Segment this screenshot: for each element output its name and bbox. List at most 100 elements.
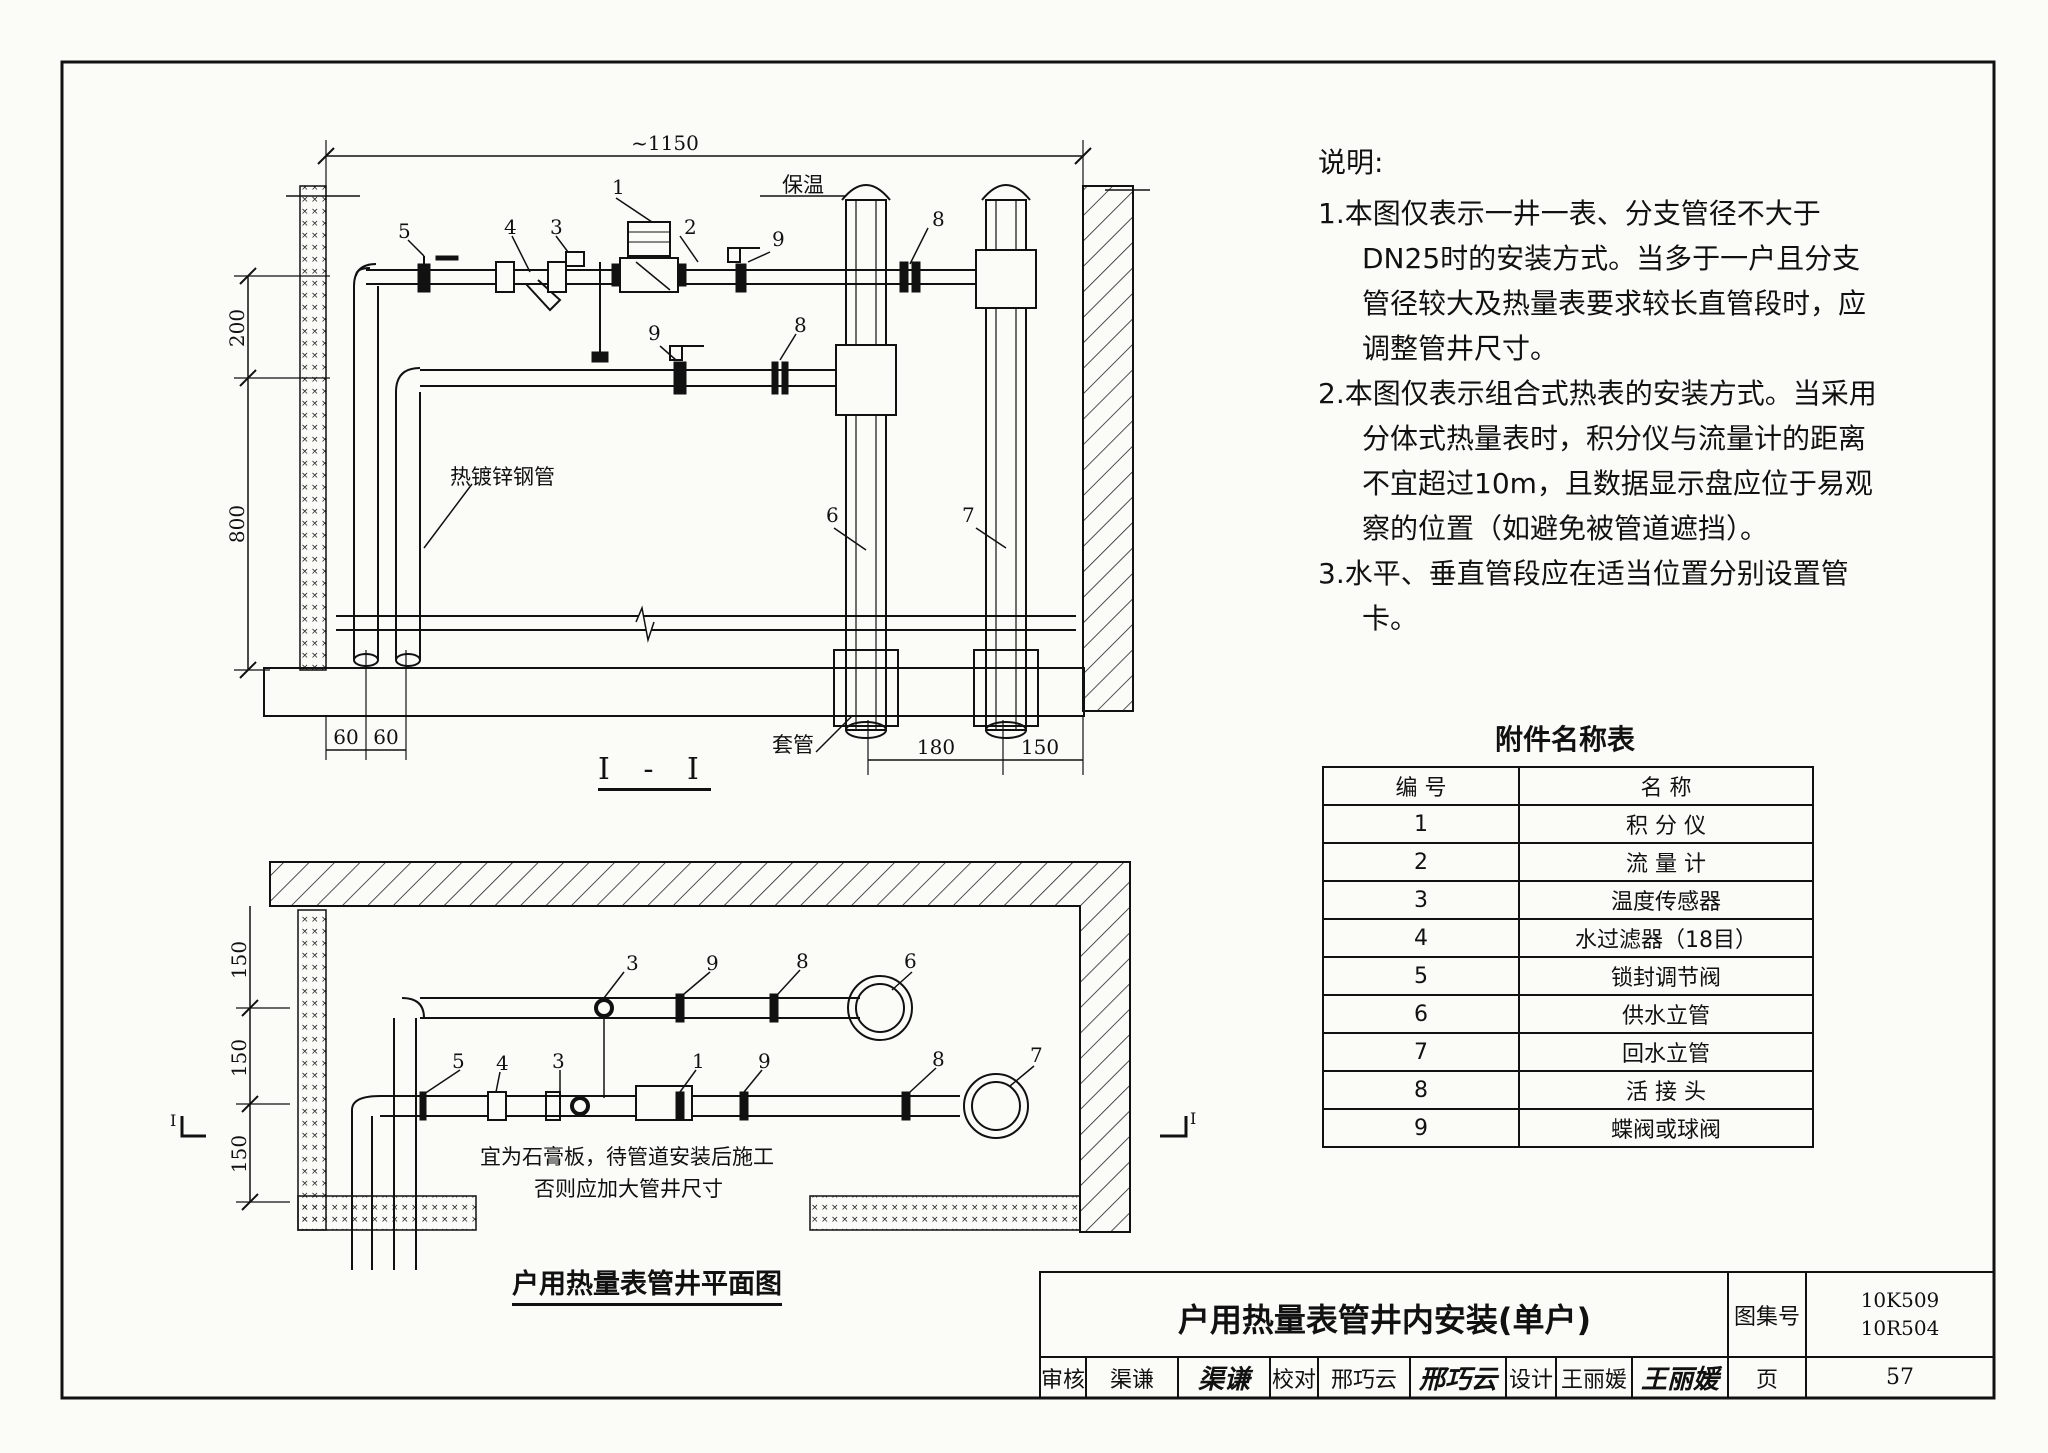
tag-5: 5 bbox=[398, 219, 411, 243]
plan-tag-1: 1 bbox=[692, 1049, 705, 1073]
tag-8b: 8 bbox=[794, 313, 807, 337]
plan-tag-9a: 9 bbox=[706, 951, 719, 975]
dim-800: 800 bbox=[225, 505, 249, 543]
notes-block: 说明: 1.本图仅表示一井一表、分支管径不大于DN25时的安装方式。当多于一户且… bbox=[1318, 140, 1878, 641]
plan-wall bbox=[269, 861, 1131, 1233]
checker-name: 邢巧云 bbox=[1330, 1367, 1397, 1393]
part-no: 8 bbox=[1322, 1070, 1520, 1110]
notes-title: 说明: bbox=[1318, 146, 1384, 179]
part-no: 9 bbox=[1322, 1108, 1520, 1148]
section-right-wall bbox=[1082, 185, 1134, 712]
part-name: 供水立管 bbox=[1518, 994, 1814, 1034]
section-floor-slab bbox=[263, 667, 1085, 717]
part-no: 3 bbox=[1322, 880, 1520, 920]
plan-tag-3a: 3 bbox=[626, 951, 639, 975]
part-name: 温度传感器 bbox=[1518, 880, 1814, 920]
part-name: 蝶阀或球阀 bbox=[1518, 1108, 1814, 1148]
checker-signature: 邢巧云 bbox=[1418, 1365, 1497, 1395]
plan-view-title: 户用热量表管井平面图 bbox=[512, 1262, 782, 1306]
section-title: I - I bbox=[598, 752, 711, 791]
section-left-wall bbox=[299, 185, 327, 671]
dim-200: 200 bbox=[225, 309, 249, 347]
part-no: 1 bbox=[1322, 804, 1520, 844]
part-name: 水过滤器（18目） bbox=[1518, 918, 1814, 958]
part-name: 流 量 计 bbox=[1518, 842, 1814, 882]
atlas-no-2: 10R504 bbox=[1860, 1316, 1940, 1340]
plan-sensor-lower bbox=[570, 1096, 590, 1116]
check-label: 校对 bbox=[1271, 1367, 1316, 1393]
plan-note-line1: 宜为石膏板，待管道安装后施工 bbox=[480, 1145, 774, 1169]
part-name: 锁封调节阀 bbox=[1518, 956, 1814, 996]
parts-header-row: 编 号 名 称 bbox=[1322, 766, 1814, 806]
reviewer-name: 渠谦 bbox=[1109, 1367, 1154, 1393]
section-labels: ~1150 200 800 60 60 180 150 保温 热镀锌钢管 套管 … bbox=[225, 131, 1059, 759]
cut-left: I bbox=[170, 1111, 176, 1130]
part-no: 6 bbox=[1322, 994, 1520, 1034]
parts-table-title: 附件名称表 bbox=[1494, 723, 1635, 756]
section-view bbox=[234, 140, 1150, 775]
atlas-no-1: 10K509 bbox=[1860, 1288, 1940, 1312]
plan-tag-9b: 9 bbox=[758, 1049, 771, 1073]
design-label: 设计 bbox=[1508, 1367, 1553, 1393]
part-name: 积 分 仪 bbox=[1518, 804, 1814, 844]
review-label: 审核 bbox=[1040, 1367, 1085, 1393]
plan-tag-7: 7 bbox=[1030, 1043, 1043, 1067]
tag-7: 7 bbox=[962, 503, 975, 527]
section-integrator bbox=[627, 221, 671, 257]
section-flowmeter bbox=[619, 257, 679, 293]
tag-1: 1 bbox=[612, 175, 625, 199]
part-name: 回水立管 bbox=[1518, 1032, 1814, 1072]
drawing-title: 户用热量表管井内安装(单户) bbox=[1177, 1301, 1592, 1339]
label-sleeve: 套管 bbox=[772, 733, 814, 757]
plan-note-line2: 否则应加大管井尺寸 bbox=[534, 1177, 723, 1201]
part-name: 活 接 头 bbox=[1518, 1070, 1814, 1110]
plan-tag-5: 5 bbox=[452, 1049, 465, 1073]
plan-supply-riser bbox=[847, 975, 913, 1041]
note-item-1: 1.本图仅表示一井一表、分支管径不大于DN25时的安装方式。当多于一户且分支管径… bbox=[1318, 197, 1867, 365]
plan-return-riser bbox=[963, 1073, 1029, 1139]
page-label: 页 bbox=[1755, 1367, 1778, 1393]
plan-tag-8a: 8 bbox=[796, 949, 809, 973]
dim-150: 150 bbox=[1021, 735, 1059, 759]
label-insulation: 保温 bbox=[782, 173, 824, 197]
dim-60b: 60 bbox=[373, 725, 398, 749]
sheet-border bbox=[60, 60, 1996, 1400]
plan-view bbox=[180, 861, 1188, 1270]
note-item-3: 3.水平、垂直管段应在适当位置分别设置管卡。 bbox=[1318, 557, 1849, 635]
designer-signature: 王丽媛 bbox=[1640, 1365, 1719, 1395]
plan-sensor-upper bbox=[594, 998, 614, 1018]
tag-8a: 8 bbox=[932, 207, 945, 231]
reviewer-signature: 渠谦 bbox=[1197, 1365, 1250, 1395]
designer-name: 王丽媛 bbox=[1560, 1367, 1627, 1393]
part-no: 5 bbox=[1322, 956, 1520, 996]
tag-6: 6 bbox=[826, 503, 839, 527]
plan-tag-6: 6 bbox=[904, 949, 917, 973]
plan-dim-150b: 150 bbox=[227, 1039, 251, 1077]
title-block bbox=[1039, 1271, 1995, 1399]
page-number: 57 bbox=[1886, 1364, 1914, 1390]
plan-labels: 150 150 150 宜为石膏板，待管道安装后施工 否则应加大管井尺寸 I I… bbox=[170, 941, 1196, 1201]
dim-width: ~1150 bbox=[631, 131, 699, 155]
tag-9b: 9 bbox=[648, 321, 661, 345]
tag-2: 2 bbox=[684, 215, 697, 239]
atlas-label: 图集号 bbox=[1733, 1304, 1800, 1330]
plan-dim-150c: 150 bbox=[227, 1135, 251, 1173]
cut-right: I bbox=[1190, 1109, 1196, 1128]
dim-60a: 60 bbox=[333, 725, 358, 749]
tag-4: 4 bbox=[504, 215, 517, 239]
plan-tag-4: 4 bbox=[496, 1051, 509, 1075]
label-pipe: 热镀锌钢管 bbox=[450, 465, 555, 489]
tag-9a: 9 bbox=[772, 227, 785, 251]
note-item-2: 2.本图仅表示组合式热表的安装方式。当采用分体式热量表时，积分仪与流量计的距离不… bbox=[1318, 377, 1877, 545]
